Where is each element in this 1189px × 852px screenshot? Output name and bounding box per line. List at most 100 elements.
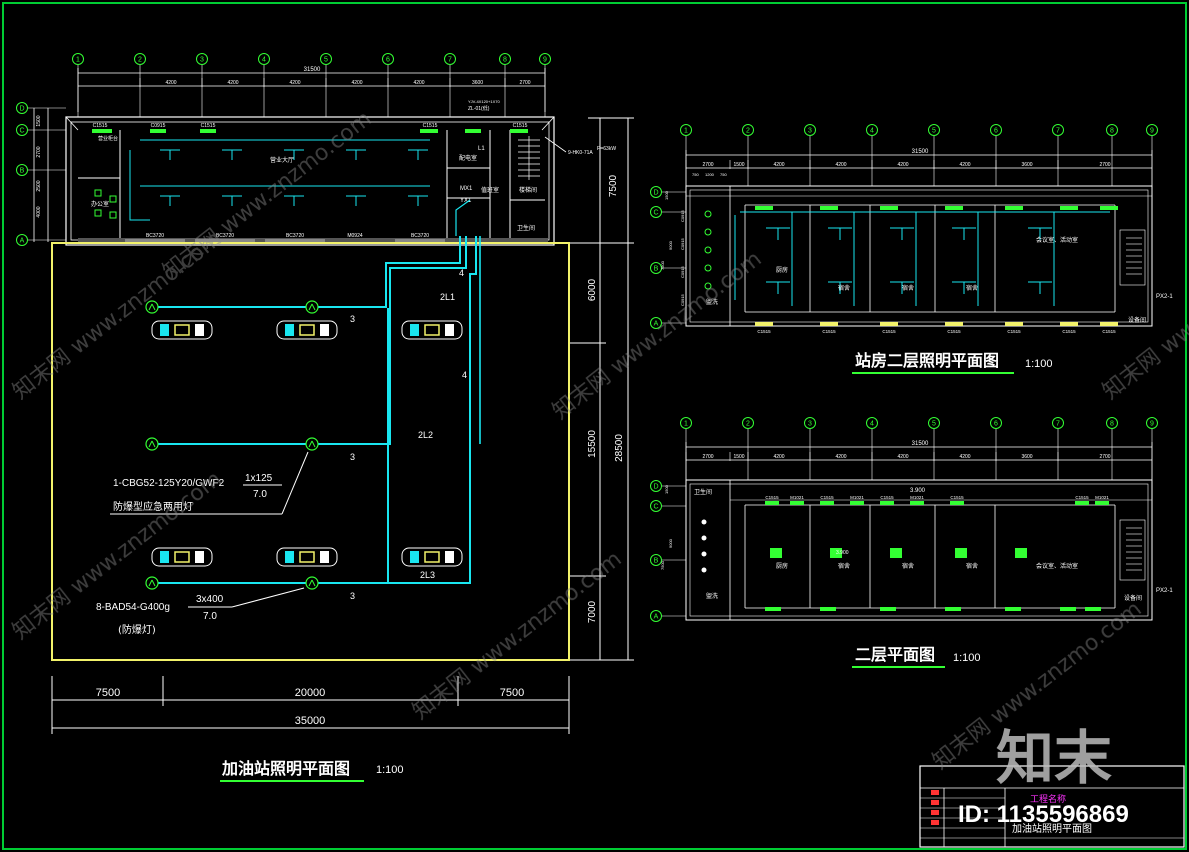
sfl-axis-col-bubble bbox=[866, 124, 878, 136]
main-axis-col-label: 5 bbox=[324, 57, 328, 64]
office-fixture bbox=[94, 209, 102, 217]
sfp-room-3: 宿舍 bbox=[902, 562, 914, 570]
sfp-axis-col-label: 7 bbox=[1056, 421, 1060, 428]
lamp-cell bbox=[445, 551, 454, 563]
sfl-axis-col-label: 1 bbox=[684, 128, 688, 135]
sfp-axis-col-label: 6 bbox=[994, 421, 998, 428]
room-duty: 值班室 bbox=[481, 186, 499, 194]
sfl-room-1: 厨房 bbox=[776, 266, 788, 274]
explosion-proof-lamp bbox=[276, 320, 338, 340]
main-axis-row-bubble bbox=[16, 102, 28, 114]
main-right-dim-top: 7500 bbox=[608, 174, 619, 197]
sfp-axis-row-bubble bbox=[650, 500, 662, 512]
main-axis-row-label: B bbox=[20, 168, 25, 175]
sfp-axis-col-bubble bbox=[680, 417, 692, 429]
main-axis-col-label: 3 bbox=[200, 57, 204, 64]
room-office: 办公室 bbox=[91, 200, 109, 208]
lamp-cell bbox=[285, 324, 294, 336]
sfl-window-top bbox=[880, 206, 898, 210]
sfl-stair bbox=[1126, 237, 1142, 275]
canopy-outline bbox=[51, 242, 570, 661]
sfp-level: 3.900 bbox=[910, 488, 926, 494]
sfp-window-label: M1021 bbox=[790, 495, 804, 500]
emergency-light-mark bbox=[151, 579, 156, 587]
main-bottom-dim-1: 7500 bbox=[96, 687, 120, 699]
main-axis-row-bubble bbox=[16, 124, 28, 136]
main-right-dim-1: 6000 bbox=[587, 278, 598, 301]
sfp-window-bottom bbox=[1005, 607, 1021, 611]
main-right-dimension-lines bbox=[570, 117, 634, 661]
sfp-axis-row-bubble bbox=[650, 554, 662, 566]
sfp-axis-col-label: 2 bbox=[746, 421, 750, 428]
sfl-title: 站房二层照明平面图 bbox=[855, 351, 999, 370]
sfp-dim-lines bbox=[685, 442, 1153, 480]
sfp-door bbox=[770, 548, 782, 558]
main-top-dimensions bbox=[77, 68, 546, 112]
sfl-window-label: C1515 bbox=[1102, 329, 1116, 334]
sfp-axis-col-bubble bbox=[866, 417, 878, 429]
watermark-2: 知末网 www.znzmo.com bbox=[158, 107, 376, 285]
sfl-scale: 1:100 bbox=[1025, 358, 1053, 370]
sfp-window-bottom bbox=[1060, 607, 1076, 611]
annotation-2-model: 8-BAD54-G400g bbox=[96, 602, 170, 613]
main-left-dim-3: 2500 bbox=[36, 180, 42, 191]
wire-count-5: 4 bbox=[462, 370, 467, 380]
main-plan-scale: 1:100 bbox=[376, 764, 404, 776]
sfp-window-top bbox=[850, 501, 864, 505]
sfl-room-6: 盥洗 bbox=[706, 298, 718, 306]
sfp-toilet-fixtures bbox=[701, 519, 707, 573]
panel-l1: L1 bbox=[478, 146, 485, 152]
annotation-1-den: 7.0 bbox=[253, 489, 267, 500]
main-door-label-2: BC3720 bbox=[216, 233, 234, 239]
explosion-proof-lamp bbox=[151, 547, 213, 567]
main-bottom-dim-total: 35000 bbox=[295, 715, 326, 727]
circuit-2l3: 2L3 bbox=[420, 570, 435, 580]
sfl-dim-top: 2700 bbox=[1099, 162, 1110, 168]
sfp-window-top bbox=[790, 501, 804, 505]
main-axis-row-label: C bbox=[19, 128, 24, 135]
sfp-window-top bbox=[1075, 501, 1089, 505]
main-axis-col-label: 4 bbox=[262, 57, 266, 64]
explosion-proof-lamp bbox=[151, 320, 213, 340]
watermark-id: ID: 1135596869 bbox=[958, 801, 1129, 828]
sfp-axis-col-label: 3 bbox=[808, 421, 812, 428]
sfp-window-bottom bbox=[1085, 607, 1101, 611]
main-right-dim-2: 15500 bbox=[587, 430, 598, 458]
main-dim-top: 4200 bbox=[413, 80, 424, 86]
sfl-sub-dim-2: 1200 bbox=[705, 172, 715, 177]
sfl-window-bottom bbox=[880, 322, 898, 326]
lamp-cell bbox=[320, 551, 329, 563]
sfl-axis-row-bubble bbox=[650, 186, 662, 198]
sfl-window-bottom bbox=[1100, 322, 1118, 326]
sfl-window-top bbox=[1060, 206, 1078, 210]
main-axis-col-bubble bbox=[539, 53, 551, 65]
sfl-dim-top: 1500 bbox=[733, 162, 744, 168]
supply-line bbox=[544, 136, 567, 153]
sfl-dim-top: 4200 bbox=[897, 162, 908, 168]
sfl-dim-top: 2700 bbox=[702, 162, 713, 168]
sfp-room-8: 卫生间 bbox=[694, 488, 712, 496]
main-window-label-4: C1515 bbox=[423, 123, 438, 129]
sfp-axis-col-label: 4 bbox=[870, 421, 874, 428]
sfl-dim-top: 4200 bbox=[773, 162, 784, 168]
sfl-window-bottom bbox=[1060, 322, 1078, 326]
annotation-2-num: 3x400 bbox=[196, 594, 224, 605]
sfp-axis-row-bubble bbox=[650, 610, 662, 622]
sfl-window-label: C1515 bbox=[757, 329, 771, 334]
sfp-left-dim-3: 9000 bbox=[668, 538, 673, 548]
emergency-light-mark bbox=[308, 303, 313, 311]
sfl-fixtures bbox=[734, 211, 1110, 306]
main-axis-col-bubble bbox=[382, 53, 394, 65]
sfl-window-bottom bbox=[755, 322, 773, 326]
lamp-cell bbox=[410, 324, 419, 336]
main-interior-fixtures bbox=[94, 139, 430, 221]
sfl-side-3: C0915 bbox=[680, 265, 685, 278]
emergency-light-mark bbox=[151, 440, 156, 448]
sfl-axis-col-label: 8 bbox=[1110, 128, 1114, 135]
sfp-axis-row-bubble bbox=[650, 480, 662, 492]
lamp-cell-center bbox=[424, 324, 440, 336]
sfp-window-bottom bbox=[945, 607, 961, 611]
